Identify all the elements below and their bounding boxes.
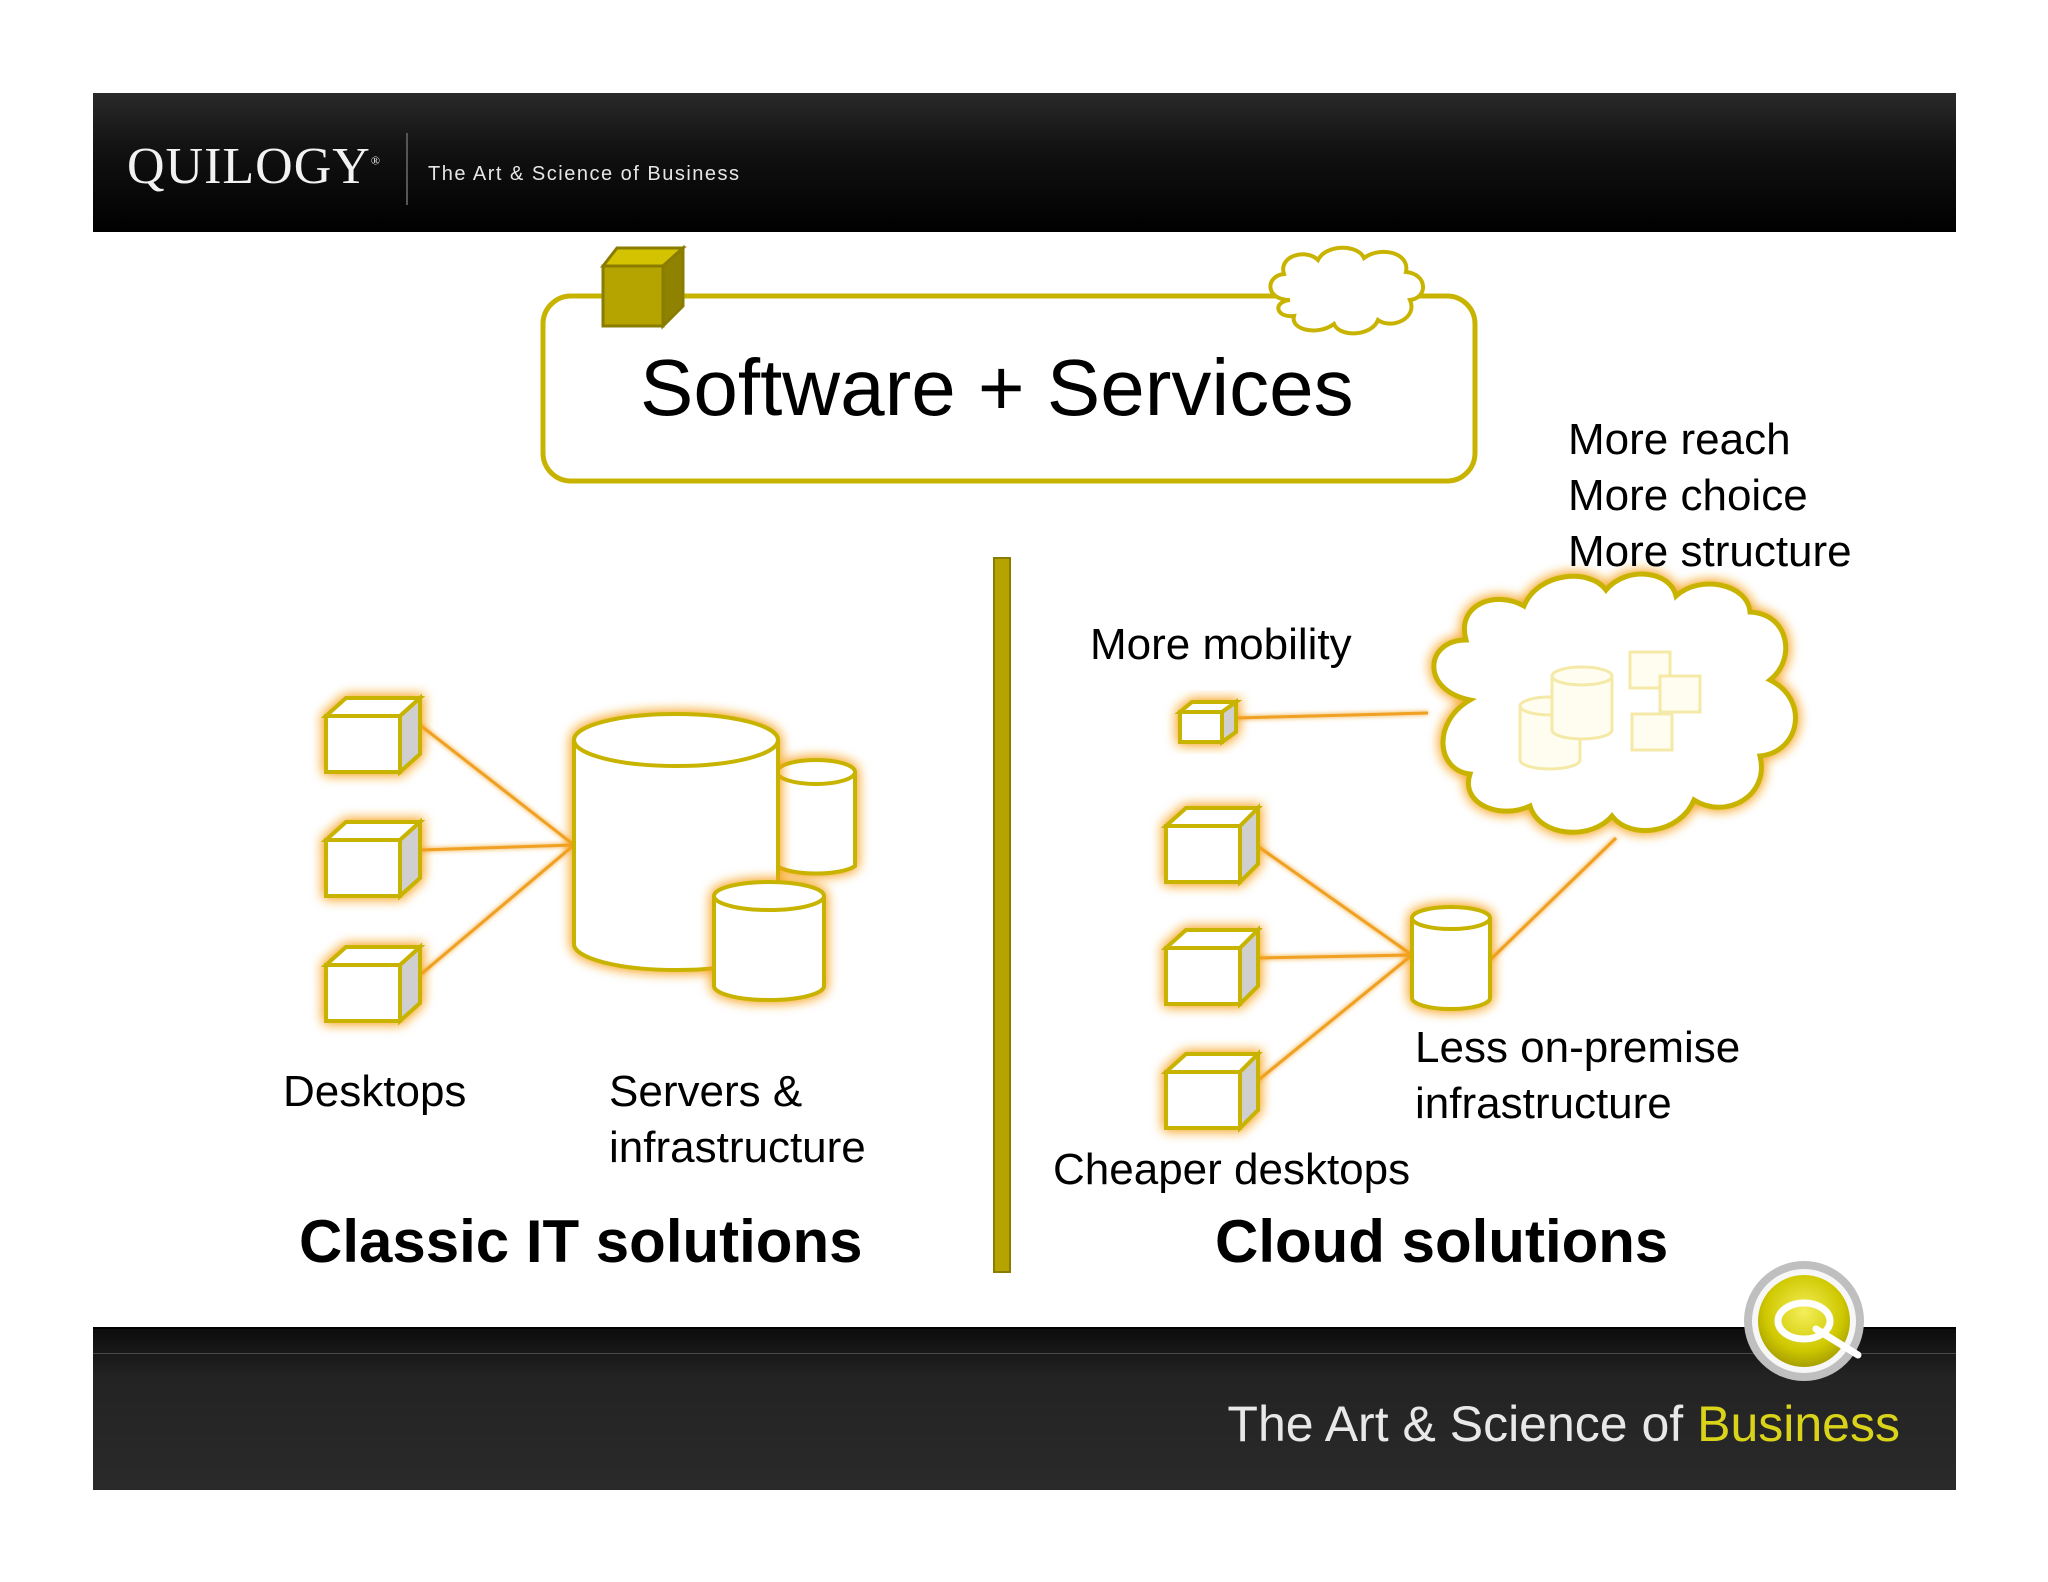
- title-cube-icon: [599, 244, 687, 330]
- footer-tagline: The Art & Science of Business: [1227, 1396, 1900, 1452]
- cloud-title: Cloud solutions: [1215, 1208, 1669, 1275]
- q-logo-icon: [1744, 1261, 1864, 1381]
- footer-rule: [93, 1353, 1956, 1354]
- classic-desktop-2: [320, 817, 426, 901]
- slide-header: QUILOGY® The Art & Science of Business: [93, 93, 1956, 232]
- cloud-desktop-1: [1160, 803, 1263, 887]
- cloud-desktop-2: [1160, 925, 1263, 1009]
- classic-title: Classic IT solutions: [299, 1208, 863, 1275]
- servers-label-line1: Servers &: [609, 1067, 803, 1116]
- page-title: Software + Services: [640, 343, 1354, 432]
- title-frame: [540, 244, 1478, 484]
- server-small-back: [775, 758, 857, 876]
- classic-desktop-3: [320, 942, 426, 1026]
- cloud-connectors: [1235, 711, 1618, 1084]
- server-small-front: [712, 880, 826, 1002]
- classic-connectors: [419, 723, 575, 977]
- classic-desktop-1: [320, 693, 426, 777]
- less-infra-line2: infrastructure: [1415, 1079, 1672, 1128]
- cloud-benefit-choice: More choice: [1568, 471, 1808, 520]
- on-premise-server: [1410, 905, 1492, 1011]
- cloud-benefit-structure: More structure: [1568, 527, 1852, 576]
- cloud-shape: [1431, 571, 1798, 835]
- header-tagline: The Art & Science of Business: [428, 163, 741, 185]
- less-infra-line1: Less on-premise: [1415, 1023, 1741, 1072]
- mobility-label: More mobility: [1090, 620, 1352, 669]
- cloud-benefit-reach: More reach: [1568, 415, 1791, 464]
- center-divider: [993, 557, 1011, 1273]
- desktops-label: Desktops: [283, 1067, 467, 1116]
- servers-label-line2: infrastructure: [609, 1123, 866, 1172]
- title-cloud-icon: [1268, 245, 1425, 336]
- cheaper-desktops-label: Cheaper desktops: [1053, 1145, 1411, 1194]
- slide-footer: The Art & Science of Business: [93, 1327, 1956, 1490]
- quilogy-logo: QUILOGY®: [127, 138, 381, 195]
- mobile-device: [1174, 698, 1243, 746]
- cloud-desktop-3: [1160, 1049, 1263, 1133]
- header-divider: [406, 133, 408, 205]
- cloud-ghost-servers: [1518, 650, 1702, 771]
